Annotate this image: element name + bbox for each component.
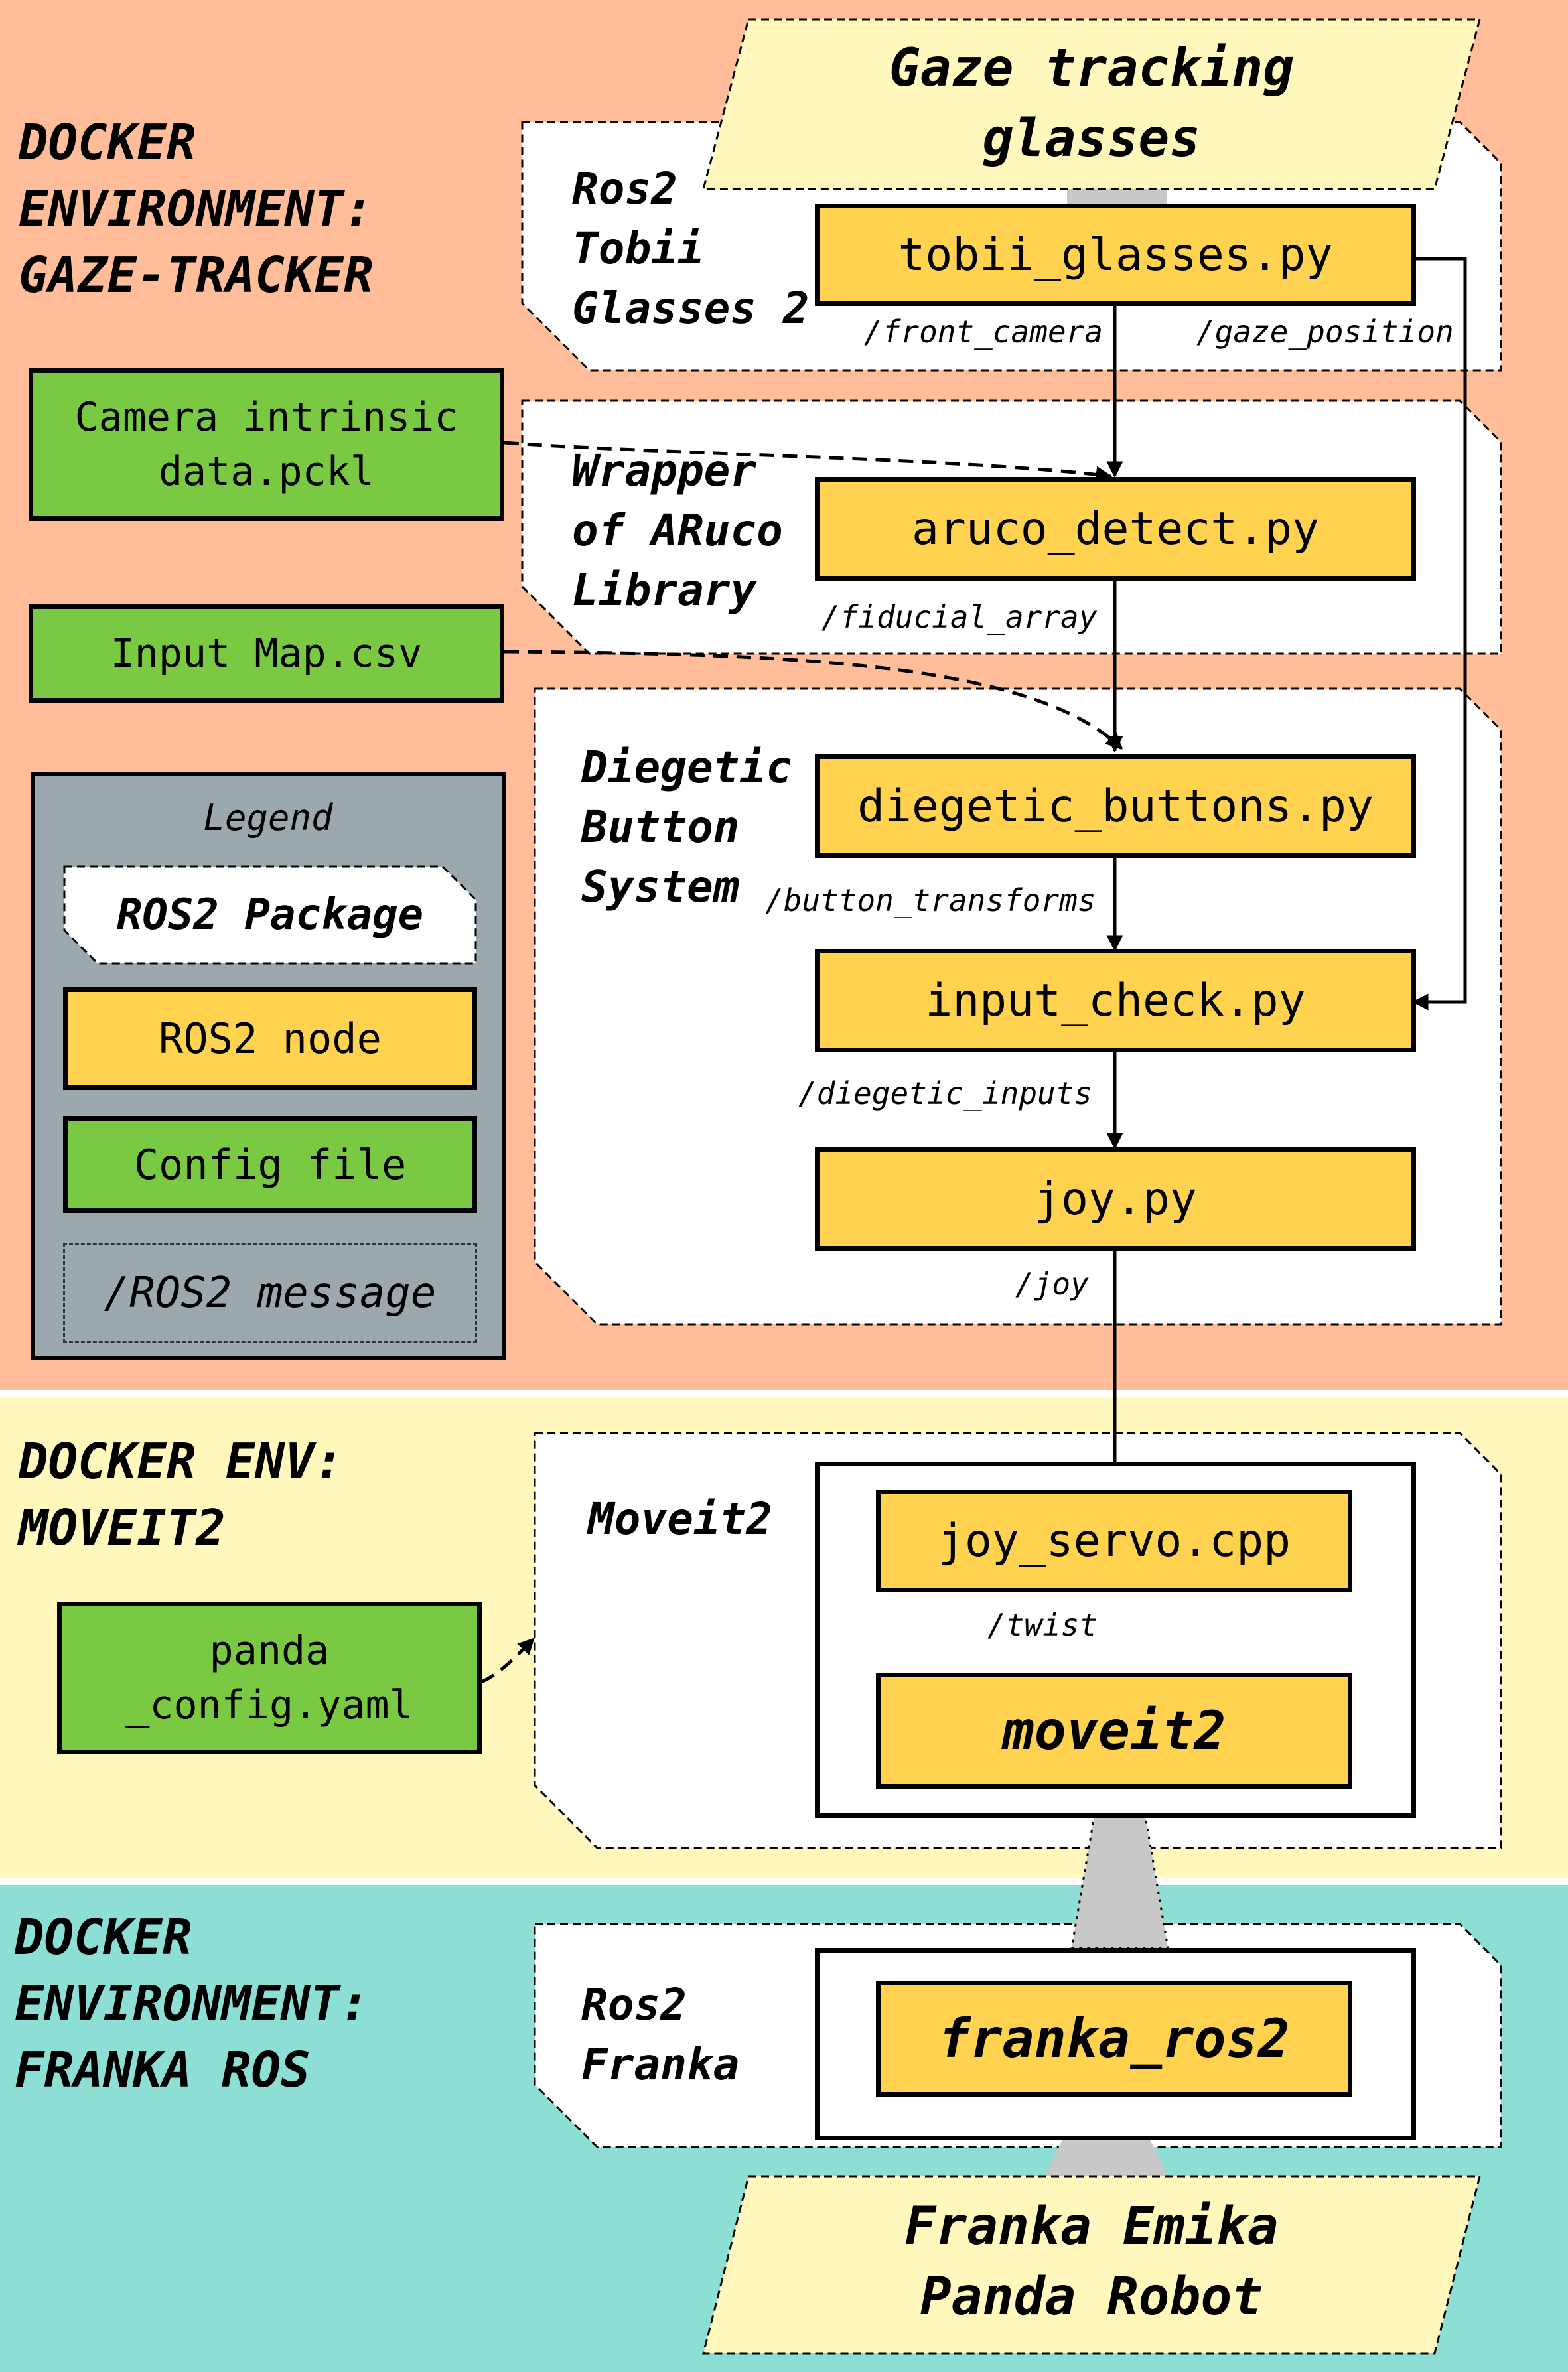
node-joy-servo: joy_servo.cpp	[876, 1490, 1352, 1592]
env-title-franka-ros: DOCKER ENVIRONMENT: FRANKA ROS	[15, 1909, 370, 2099]
franka-robot-connector	[1043, 2138, 1169, 2180]
arrow-input-map	[504, 650, 1123, 750]
topic-gaze-position: /gaze_position	[1196, 314, 1454, 350]
env-title-moveit2: DOCKER ENV: MOVEIT2	[19, 1433, 344, 1557]
legend-message: /ROS2 message	[63, 1243, 477, 1343]
node-tobii-glasses: tobii_glasses.py	[815, 204, 1416, 306]
arrow-panda-config	[480, 1638, 535, 1684]
node-joy: joy.py	[815, 1147, 1416, 1251]
legend-config: Config file	[63, 1116, 477, 1213]
env-title-gaze-tracker: DOCKER ENVIRONMENT: GAZE-TRACKER	[19, 114, 374, 304]
node-moveit2: moveit2	[876, 1673, 1352, 1789]
legend-package: ROS2 Package	[116, 890, 424, 940]
legend-title: Legend	[203, 797, 333, 839]
node-aruco-detect: aruco_detect.py	[815, 477, 1416, 581]
config-camera-intrinsic: Camera intrinsic data.pckl	[29, 368, 504, 521]
node-franka-ros2: franka_ros2	[876, 1981, 1352, 2097]
node-diegetic-buttons: diegetic_buttons.py	[815, 754, 1416, 858]
topic-front-camera: /front_camera	[864, 314, 1104, 350]
package-label-tobii: Ros2 Tobii Glasses 2	[572, 163, 810, 334]
hardware-glasses-label: Gaze tracking glasses	[889, 38, 1295, 169]
hardware-robot-label: Franka Emika Panda Robot	[904, 2197, 1279, 2327]
arrow-camera-intrinsic	[504, 441, 1113, 483]
arrow-gaze-position	[1411, 257, 1467, 1011]
package-label-moveit2: Moveit2	[588, 1494, 773, 1545]
topic-fiducial-array: /fiducial_array	[821, 599, 1098, 635]
config-input-map: Input Map.csv	[29, 604, 504, 703]
legend-node: ROS2 node	[63, 987, 477, 1090]
topic-joy: /joy	[1015, 1266, 1089, 1302]
topic-twist: /twist	[987, 1607, 1098, 1643]
legend: Legend ROS2 Package ROS2 node Config fil…	[31, 772, 506, 1360]
package-label-franka: Ros2 Franka	[581, 1979, 740, 2090]
node-input-check: input_check.py	[815, 949, 1416, 1052]
package-label-diegetic: Diegetic Button System	[581, 742, 792, 912]
hardware-robot-shape	[702, 2175, 1481, 2355]
legend-package-shape	[63, 865, 477, 965]
package-label-aruco: Wrapper of ARuco Library	[572, 445, 783, 616]
topic-diegetic-inputs: /diegetic_inputs	[798, 1076, 1093, 1111]
topic-button-transforms: /button_transforms	[765, 882, 1096, 918]
hardware-glasses-shape	[702, 18, 1481, 190]
config-panda: panda _config.yaml	[57, 1602, 482, 1754]
